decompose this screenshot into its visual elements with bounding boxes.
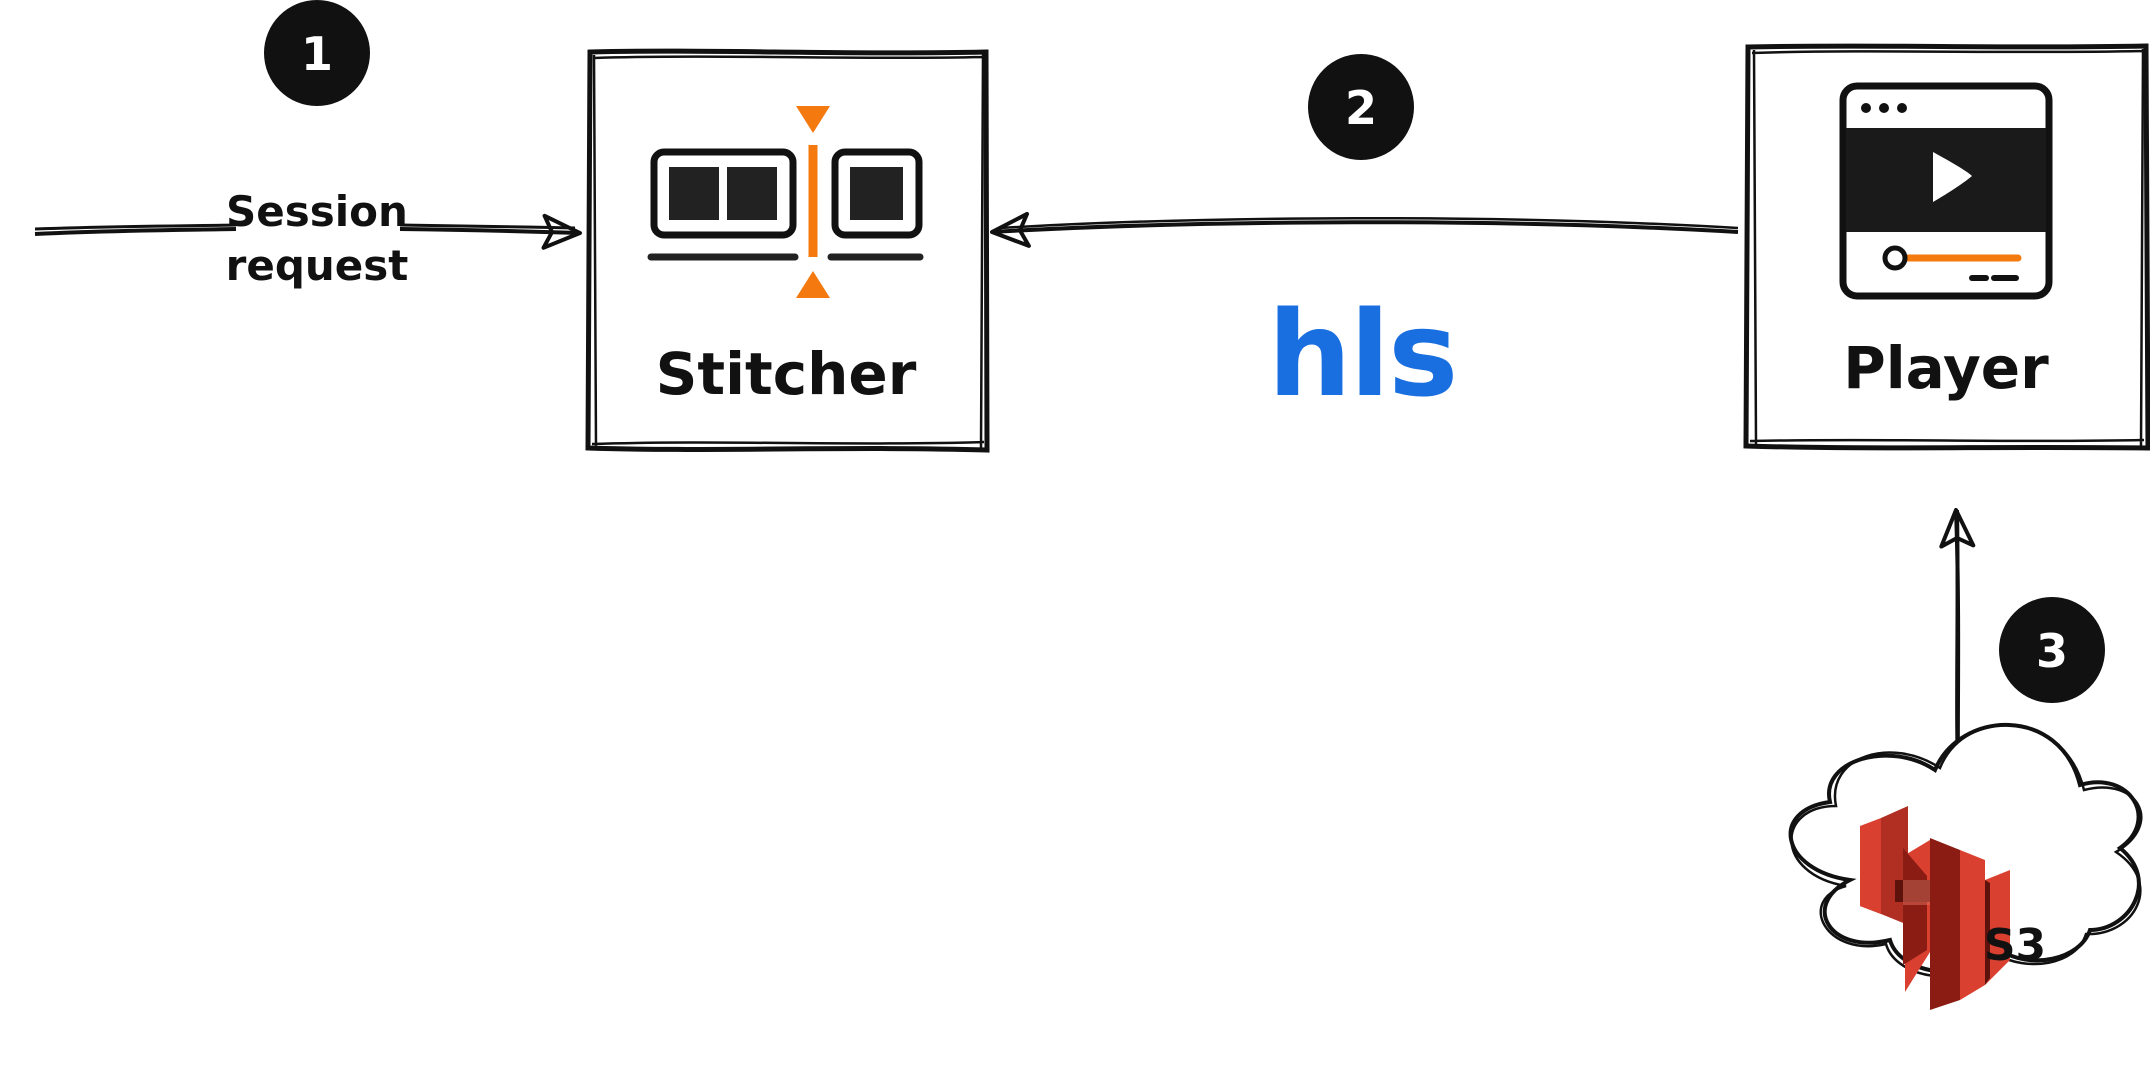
stitcher-node: Stitcher [585,48,990,453]
s3-label: S3 [1984,920,2046,971]
aws-s3-cloud-icon [1788,723,2143,1010]
player-node: Player [1743,43,2150,451]
s3-storage-node: S3 [1788,723,2143,1010]
step-number-2: 2 [1345,81,1377,135]
player-label: Player [1843,334,2049,402]
video-stitch-icon [647,106,924,298]
session-request-arrow: Session request [34,187,582,290]
session-request-label-line2: request [226,241,409,290]
step-number-1: 1 [301,27,333,81]
step-badge-3: 3 [1999,597,2105,703]
step-number-3: 3 [2036,624,2068,678]
session-request-label-line1: Session [226,187,408,236]
hls-arrow: hls [990,211,1739,423]
step-badge-1: 1 [264,0,370,106]
hls-label: hls [1268,285,1457,423]
video-player-icon [1839,82,2053,300]
stitcher-label: Stitcher [656,340,917,408]
step-badge-2: 2 [1308,54,1414,160]
